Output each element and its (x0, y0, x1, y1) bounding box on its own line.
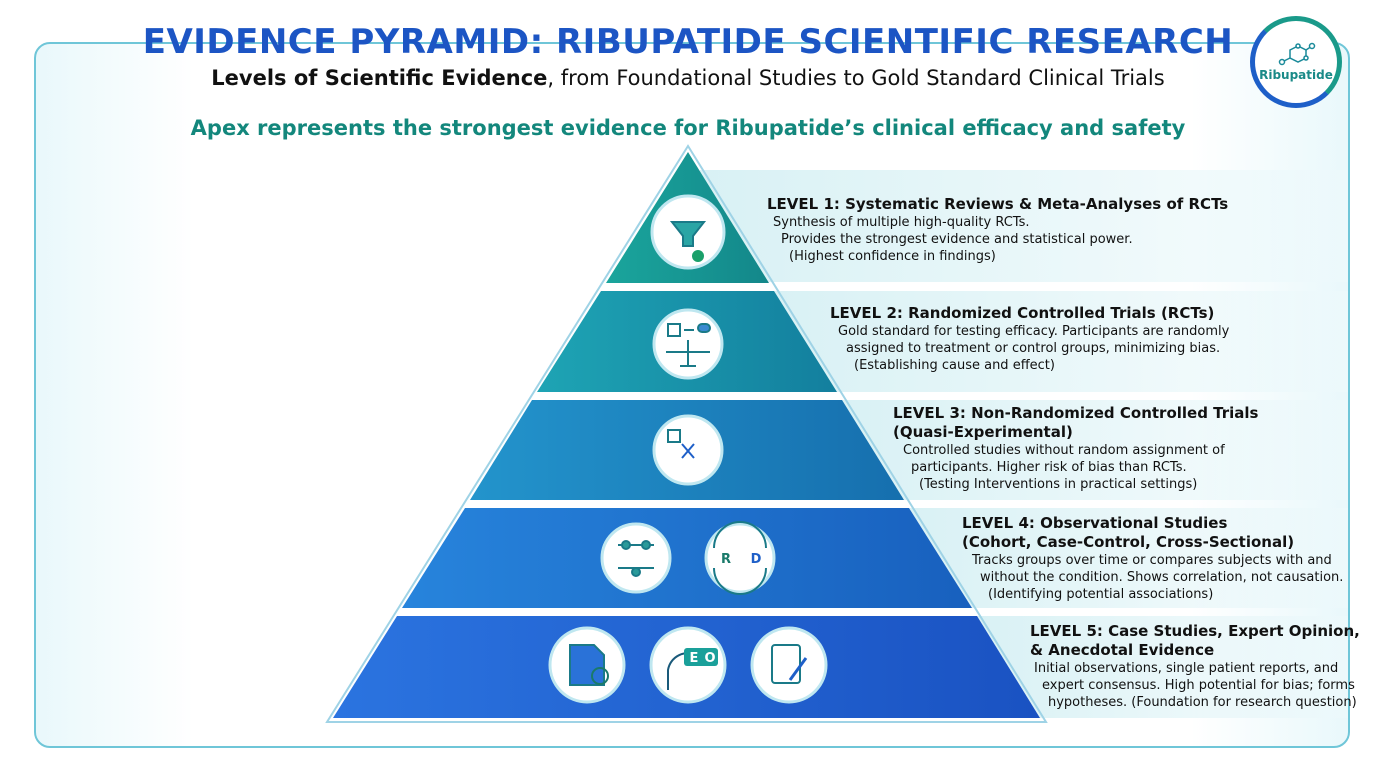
level-desc: assigned to treatment or control groups,… (846, 341, 1221, 356)
subtitle-rest: , from Foundational Studies to Gold Stan… (547, 66, 1165, 90)
level-title: LEVEL 4: Observational Studies (962, 514, 1228, 532)
level-desc: (Testing Interventions in practical sett… (919, 477, 1198, 492)
band-level-1 (700, 170, 1348, 282)
logo-text: Ribupatide (1259, 68, 1333, 82)
level-4-text: LEVEL 4: Observational Studies (Cohort, … (962, 514, 1343, 603)
pyramid-outline (325, 144, 1048, 723)
subtitle-bold: Levels of Scientific Evidence (211, 66, 548, 90)
level-3-text: LEVEL 3: Non-Randomized Controlled Trial… (893, 404, 1259, 493)
notebook-pen-icon (750, 626, 828, 704)
level-desc: (Highest confidence in findings) (789, 249, 996, 264)
level-desc: Tracks groups over time or compares subj… (972, 553, 1332, 568)
level-desc: Synthesis of multiple high-quality RCTs. (773, 215, 1030, 230)
level-5-text: LEVEL 5: Case Studies, Expert Opinion, &… (1030, 622, 1360, 711)
level-desc: without the condition. Shows correlation… (980, 570, 1344, 585)
level-desc: Provides the strongest evidence and stat… (781, 232, 1133, 247)
level-title-2: (Cohort, Case-Control, Cross-Sectional) (962, 533, 1295, 551)
level-2-text: LEVEL 2: Randomized Controlled Trials (R… (830, 304, 1229, 374)
level-title: LEVEL 2: Randomized Controlled Trials (R… (830, 304, 1215, 322)
icon-letter-e: E (690, 651, 699, 666)
level-desc: (Establishing cause and effect) (854, 358, 1055, 373)
cycle-rd-icon (704, 522, 776, 594)
level-desc: Gold standard for testing efficacy. Part… (838, 324, 1230, 339)
page-title: EVIDENCE PYRAMID: RIBUPATIDE SCIENTIFIC … (142, 22, 1234, 62)
level-desc: hypotheses. (Foundation for research que… (1048, 695, 1357, 710)
subtitle: Levels of Scientific Evidence, from Foun… (0, 66, 1376, 90)
level-title-2: & Anecdotal Evidence (1030, 641, 1215, 659)
logo: Ribupatide (1250, 16, 1342, 108)
level-desc: (Identifying potential associations) (988, 587, 1214, 602)
icon-letter-r: R (721, 552, 731, 567)
level-title: LEVEL 3: Non-Randomized Controlled Trial… (893, 404, 1259, 422)
tagline: Apex represents the strongest evidence f… (190, 116, 1186, 140)
band-level-2 (770, 291, 1348, 392)
molecule-icon (1278, 42, 1316, 66)
band-level-3 (835, 400, 1348, 500)
level-title-2: (Quasi-Experimental) (893, 423, 1073, 441)
level-desc: participants. Higher risk of bias than R… (911, 460, 1187, 475)
people-timeline-icon (600, 522, 672, 594)
icon-letter-d: D (751, 552, 762, 567)
band-level-4 (905, 508, 1348, 608)
icon-letter-o: O (704, 651, 715, 666)
level-desc: expert consensus. High potential for bia… (1042, 678, 1355, 693)
level-1-text: LEVEL 1: Systematic Reviews & Meta-Analy… (767, 195, 1228, 265)
level-title: LEVEL 1: Systematic Reviews & Meta-Analy… (767, 195, 1229, 213)
tier-4 (402, 508, 972, 608)
level-desc: Initial observations, single patient rep… (1034, 661, 1339, 676)
level-title: LEVEL 5: Case Studies, Expert Opinion, (1030, 622, 1360, 640)
band-level-5 (975, 616, 1348, 718)
level-desc: Controlled studies without random assign… (903, 443, 1225, 458)
